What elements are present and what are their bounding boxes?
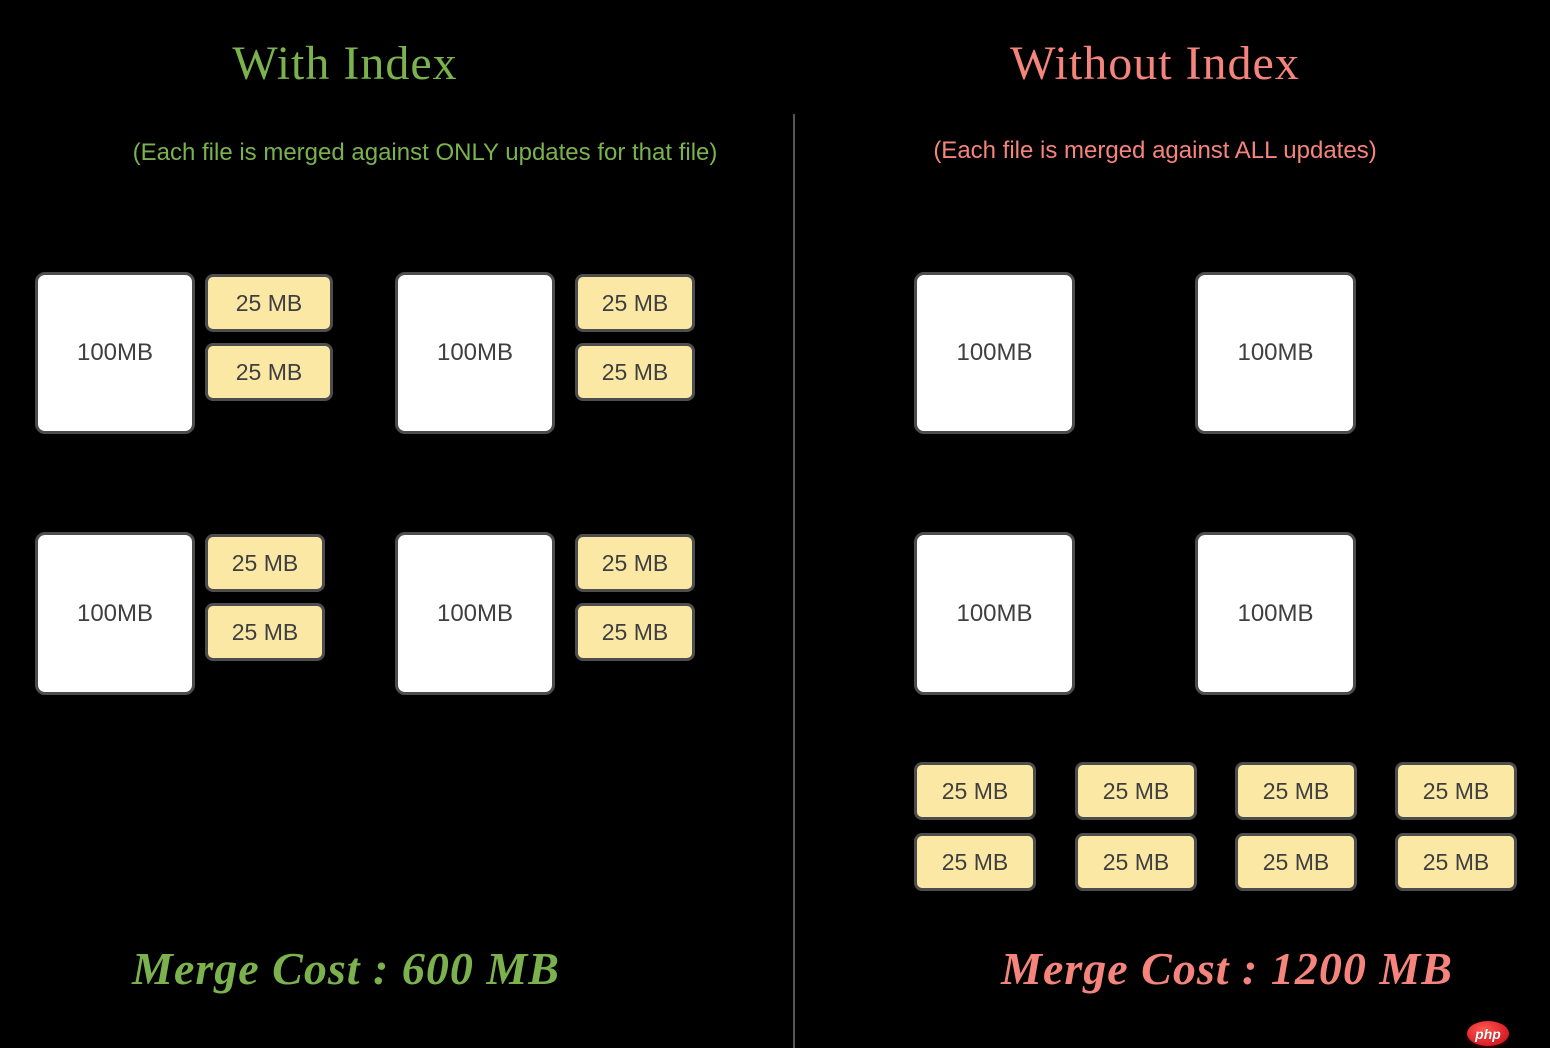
update-box: 25 MB: [205, 343, 333, 401]
file-box: 100MB: [1195, 272, 1356, 434]
file-box: 100MB: [35, 532, 195, 695]
update-box: 25 MB: [205, 603, 325, 661]
file-box: 100MB: [35, 272, 195, 434]
update-box: 25 MB: [914, 833, 1036, 891]
update-box: 25 MB: [1395, 833, 1517, 891]
update-box: 25 MB: [575, 603, 695, 661]
with-index-subtitle: (Each file is merged against ONLY update…: [132, 139, 718, 166]
update-box: 25 MB: [1235, 833, 1357, 891]
update-box: 25 MB: [575, 534, 695, 592]
update-box: 25 MB: [1075, 762, 1197, 820]
panel-divider-line: [793, 114, 795, 1048]
without-index-subtitle: (Each file is merged against ALL updates…: [933, 137, 1377, 164]
file-box: 100MB: [1195, 532, 1356, 695]
left-panel: With Index (Each file is merged against …: [35, 37, 717, 994]
file-box: 100MB: [395, 532, 555, 695]
right-panel: Without Index (Each file is merged again…: [794, 0, 1550, 1048]
php-logo-badge: php: [1467, 1021, 1509, 1046]
update-box: 25 MB: [575, 343, 695, 401]
update-box: 25 MB: [1235, 762, 1357, 820]
without-index-title: Without Index: [1010, 37, 1300, 90]
update-box: 25 MB: [205, 274, 333, 332]
update-box: 25 MB: [575, 274, 695, 332]
update-box: 25 MB: [205, 534, 325, 592]
without-index-merge-cost: Merge Cost : 1200 MB: [1001, 943, 1453, 994]
update-box: 25 MB: [914, 762, 1036, 820]
file-box: 100MB: [914, 272, 1075, 434]
file-box: 100MB: [914, 532, 1075, 695]
update-box: 25 MB: [1075, 833, 1197, 891]
update-box: 25 MB: [1395, 762, 1517, 820]
with-index-merge-cost: Merge Cost : 600 MB: [132, 943, 560, 994]
with-index-title: With Index: [232, 37, 458, 90]
file-box: 100MB: [395, 272, 555, 434]
php-logo-text: php: [1475, 1025, 1501, 1042]
